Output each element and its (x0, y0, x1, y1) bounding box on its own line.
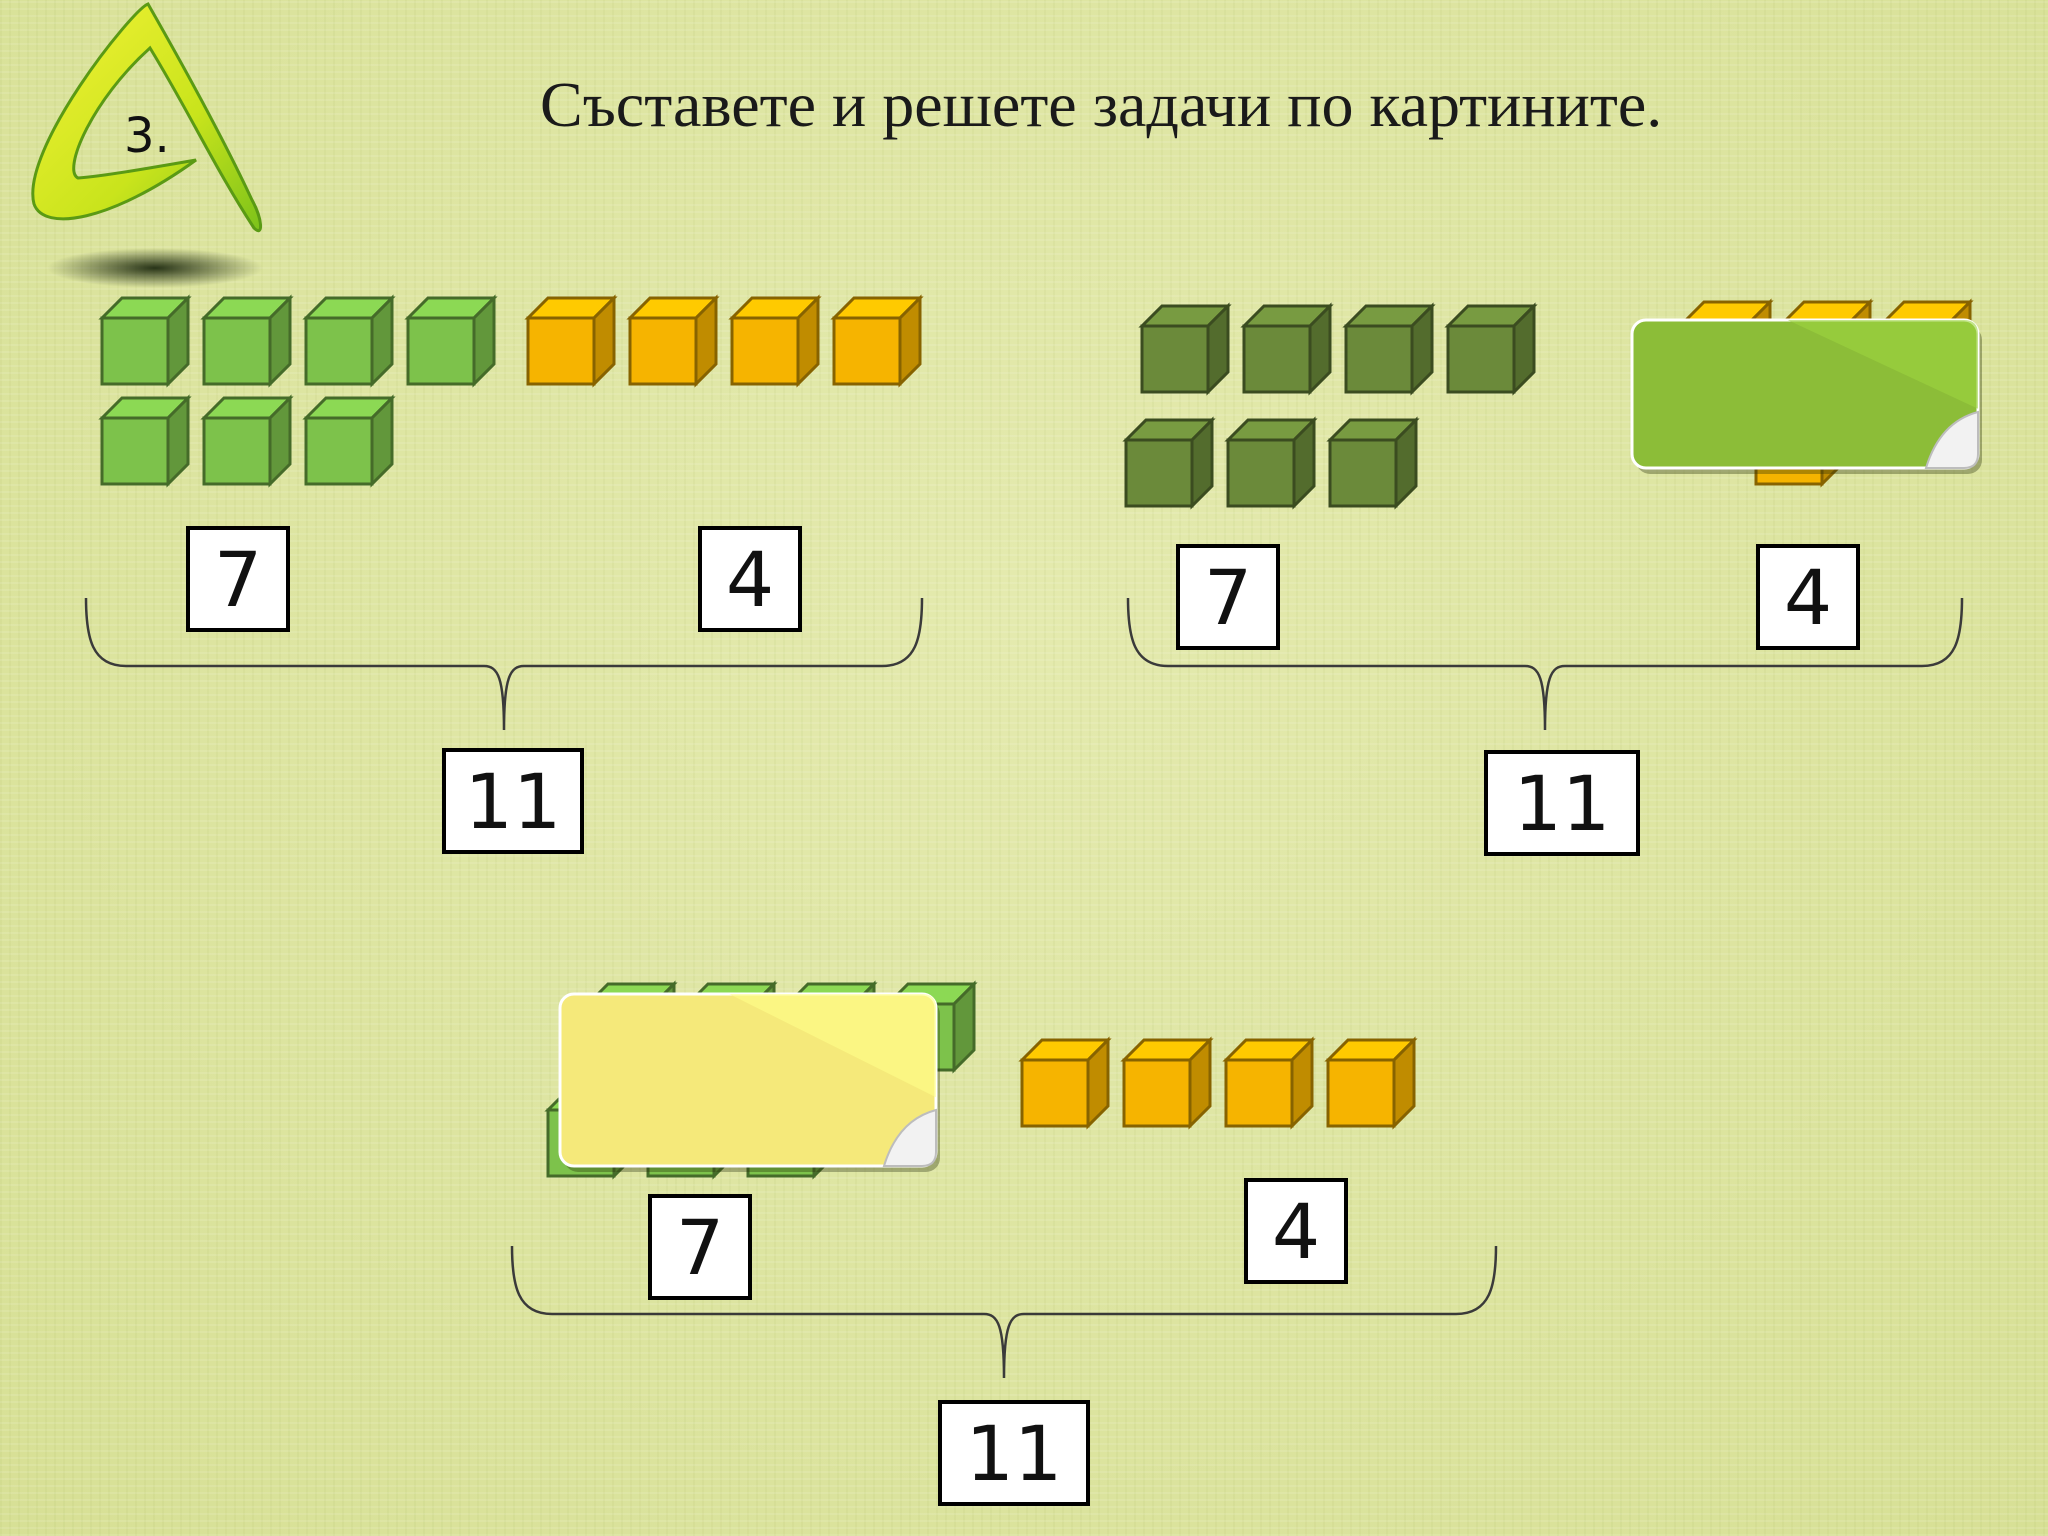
problem-2-part-a-box: 7 (1176, 544, 1280, 650)
dark-green-cube (1122, 416, 1216, 510)
dark-green-cube (1342, 302, 1436, 396)
light-green-cube (302, 394, 396, 488)
light-green-cube (302, 294, 396, 388)
page-title: Съставете и решете задачи по картините. (540, 69, 1663, 140)
problem-1-part-b-box: 4 (698, 526, 802, 632)
light-green-cube (200, 394, 294, 488)
orange-cube (728, 294, 822, 388)
problem-1-part-a-box: 7 (186, 526, 290, 632)
orange-cube (1120, 1036, 1214, 1130)
orange-cube (1018, 1036, 1112, 1130)
task-number: 3. (124, 108, 170, 164)
problem-2-part-b-box: 4 (1756, 544, 1860, 650)
problem-2-brace (1126, 597, 1964, 731)
dark-green-cube (1326, 416, 1420, 510)
dark-green-cube (1138, 302, 1232, 396)
light-green-cube (98, 294, 192, 388)
green-sticker-cover (1630, 318, 1982, 474)
orange-cube (1222, 1036, 1316, 1130)
light-green-cube (200, 294, 294, 388)
problem-3-total-box: 11 (938, 1400, 1090, 1506)
problem-1-brace (84, 597, 924, 731)
problem-3-part-a-box: 7 (648, 1194, 752, 1300)
dark-green-cube (1240, 302, 1334, 396)
problem-2-total-box: 11 (1484, 750, 1640, 856)
light-green-cube (98, 394, 192, 488)
dark-green-cube (1444, 302, 1538, 396)
yellow-sticker-cover (558, 992, 940, 1172)
problem-3-brace (510, 1245, 1498, 1379)
orange-cube (1324, 1036, 1418, 1130)
problem-1-total-box: 11 (442, 748, 584, 854)
orange-cube (524, 294, 618, 388)
light-green-cube (404, 294, 498, 388)
curled-corner-icon (882, 1108, 937, 1167)
orange-cube (830, 294, 924, 388)
dark-green-cube (1224, 416, 1318, 510)
curled-corner-icon (1924, 410, 1979, 469)
orange-cube (626, 294, 720, 388)
problem-3-part-b-box: 4 (1244, 1178, 1348, 1284)
